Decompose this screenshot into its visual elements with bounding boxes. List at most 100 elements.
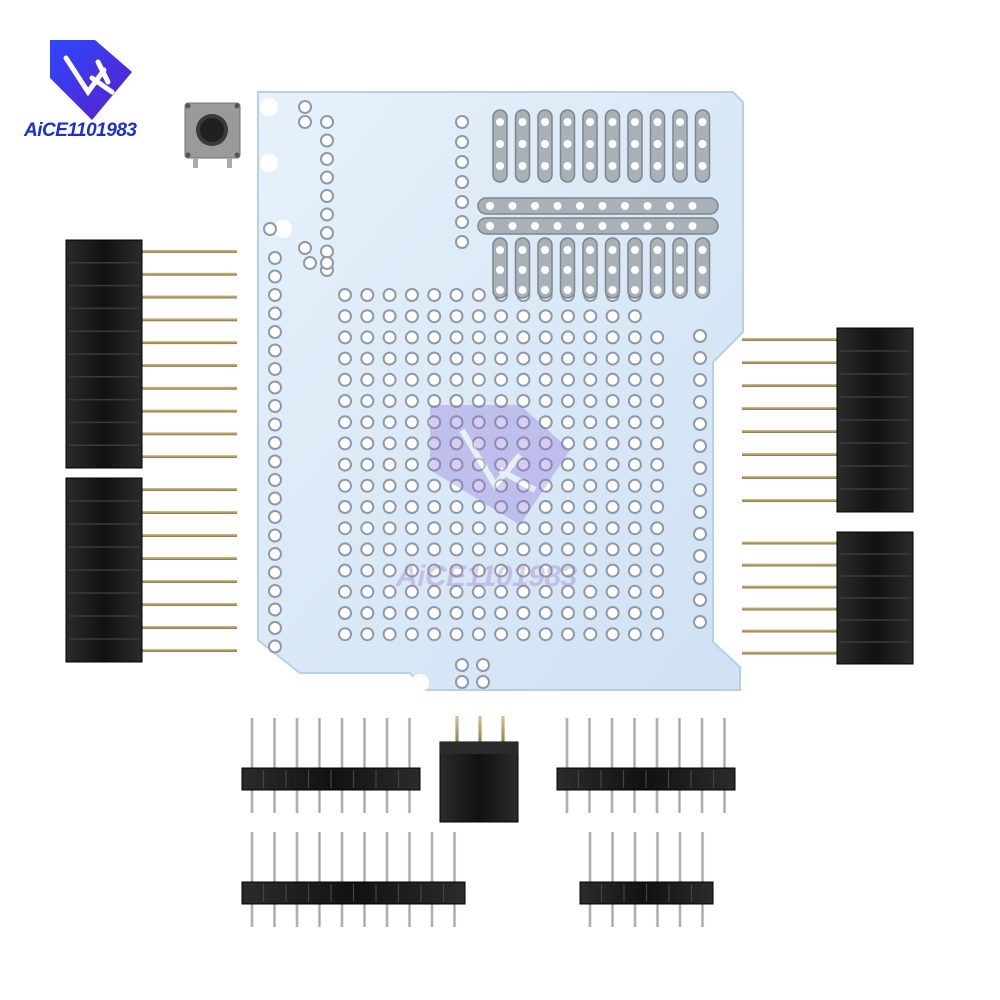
pcb-hole (268, 621, 282, 635)
pcb-hole (338, 478, 352, 493)
pcb-hole (605, 415, 620, 430)
pcb-hole (516, 351, 531, 366)
pcb-hole (583, 309, 598, 324)
pcb-hole (561, 309, 575, 324)
pcb-hole (449, 542, 464, 557)
pcb-hole (455, 175, 469, 189)
pcb-hole (538, 457, 553, 472)
pcb-hole (268, 528, 282, 543)
pcb-hole (627, 457, 642, 472)
pcb-hole (320, 256, 334, 270)
pcb-hole (693, 329, 707, 343)
header-pin (588, 832, 592, 927)
pcb-hole (650, 394, 665, 408)
logo-mark-icon (63, 55, 115, 97)
pcb-hole (650, 606, 665, 620)
pcb-hole (605, 542, 620, 557)
pcb-hole (516, 563, 531, 578)
pcb-hole (627, 542, 642, 557)
header-pin (742, 607, 837, 611)
pcb-hole (268, 306, 282, 321)
pcb-hole (382, 436, 397, 451)
pcb-hole (360, 500, 375, 514)
header-pin (250, 832, 254, 927)
pcb-hole (583, 394, 598, 408)
header-pin (142, 580, 237, 583)
header-pin (142, 249, 237, 253)
pcb-hole (268, 251, 282, 265)
header-pin (142, 318, 237, 322)
pcb-hole (561, 457, 575, 472)
male-header-bottom-right (579, 832, 714, 927)
pcb-hole (494, 372, 509, 387)
pcb-hole (561, 394, 575, 408)
pcb-hole (449, 521, 464, 536)
pcb-hole (449, 584, 464, 599)
pcb-hole (516, 606, 531, 620)
pcb-hole (382, 627, 397, 642)
pcb-hole (561, 372, 575, 387)
tact-switch-icon (184, 102, 241, 168)
pcb-hole (427, 627, 442, 642)
pcb-hole (538, 309, 553, 324)
pcb-hole (360, 584, 375, 599)
female-header-right-bottom (742, 531, 914, 665)
pcb-hole (561, 542, 575, 557)
pcb-hole (360, 415, 375, 430)
pcb-hole (268, 491, 282, 506)
pcb-hole (627, 606, 642, 620)
pcb-hole (382, 372, 397, 387)
pcb-hole (404, 394, 419, 408)
pcb-hole (693, 527, 707, 541)
pcb-hole (516, 330, 531, 345)
pcb-hole (471, 372, 486, 387)
header-pin (142, 649, 237, 652)
pcb-hole (404, 330, 419, 345)
pcb-hole (494, 627, 509, 642)
pcb-hole (382, 521, 397, 536)
pcb-hole (427, 542, 442, 557)
header-pin (742, 407, 837, 410)
pcb-hole (471, 584, 486, 599)
pcb-hole (583, 351, 598, 366)
pcb-hole (471, 521, 486, 536)
pcb-hole (494, 351, 509, 366)
pcb-hole (693, 615, 707, 629)
pcb-hole (650, 627, 665, 642)
pcb-hole (627, 415, 642, 430)
header-pin (633, 832, 637, 927)
header-pin (742, 541, 837, 545)
pcb-hole (360, 436, 375, 451)
pcb-hole (298, 100, 312, 114)
pcb-hole (605, 330, 620, 345)
pcb-hole (382, 351, 397, 366)
header-pin (610, 832, 615, 927)
pcb-hole (583, 627, 598, 642)
pcb-hole (268, 343, 282, 358)
header-pin (742, 585, 837, 589)
pcb-hole (382, 330, 397, 345)
pcb-hole (561, 584, 575, 599)
pcb-hole (627, 500, 642, 514)
female-header-right-top (742, 327, 914, 513)
header-pin (362, 718, 367, 813)
pcb-hole (427, 521, 442, 536)
pcb-hole (427, 584, 442, 599)
pcb-hole (449, 436, 464, 451)
pcb-hole (268, 584, 282, 598)
pcb-hole (516, 542, 531, 557)
pcb-hole (693, 417, 707, 431)
pcb-hole (455, 658, 469, 672)
header-pin (142, 511, 237, 514)
pcb-hole (404, 478, 419, 493)
pcb-hole (360, 372, 375, 387)
pcb-hole (605, 309, 620, 324)
pcb-hole (516, 478, 531, 493)
pcb-hole (404, 415, 419, 430)
brand-logo-text: AiCE1101983 (24, 120, 137, 141)
pcb-hole (561, 415, 575, 430)
pcb-hole (449, 606, 464, 620)
pcb-hole (268, 399, 282, 413)
pcb-hole (404, 584, 419, 599)
pcb-hole (338, 372, 352, 387)
